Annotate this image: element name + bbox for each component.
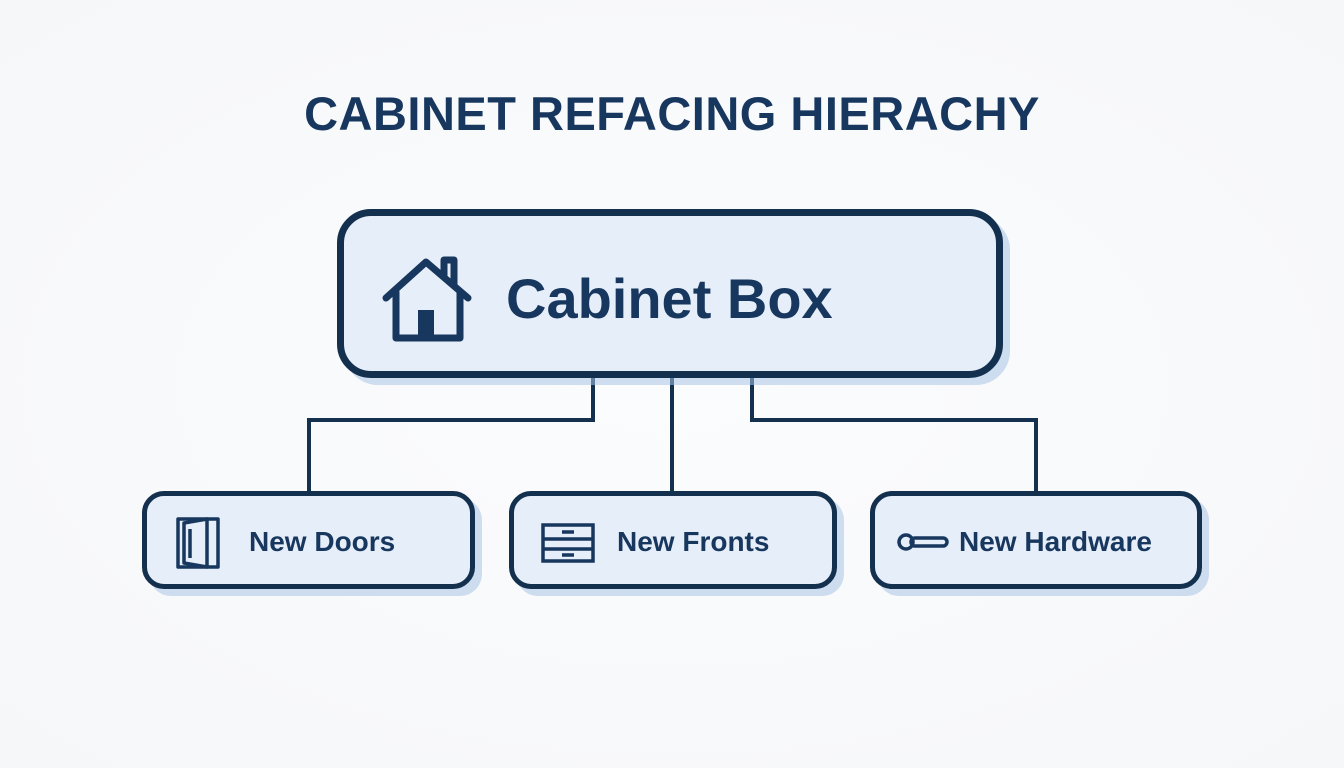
connector-doors: [307, 378, 595, 491]
handle-icon: [897, 533, 949, 551]
child-node-new-fronts: New Fronts: [509, 491, 837, 589]
connector-hardware: [750, 378, 1038, 491]
child-label-fronts: New Fronts: [617, 526, 770, 557]
child-node-new-hardware: New Hardware: [870, 491, 1202, 589]
door-icon: [176, 517, 220, 569]
child-label-hardware: New Hardware: [959, 526, 1152, 557]
drawer-front-icon: [541, 523, 595, 563]
diagram-title: CABINET REFACING HIERACHY: [304, 87, 1040, 140]
house-icon: [382, 256, 472, 342]
root-node-cabinet-box: Cabinet Box: [337, 209, 1003, 378]
child-node-new-doors: New Doors: [142, 491, 475, 589]
root-node-label: Cabinet Box: [506, 267, 833, 330]
child-label-doors: New Doors: [249, 526, 396, 557]
